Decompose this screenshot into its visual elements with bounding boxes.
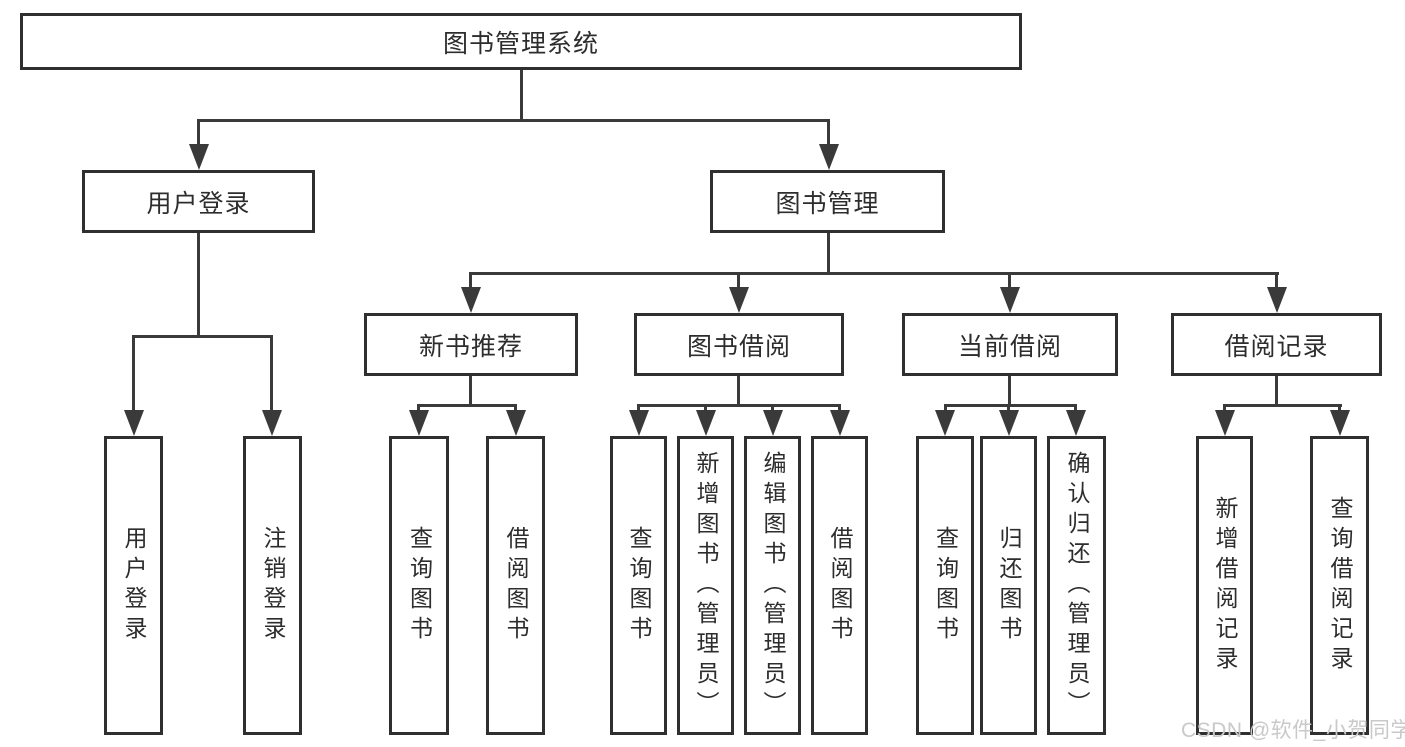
connector-line <box>417 404 517 407</box>
connector-line <box>838 404 841 414</box>
connector-line <box>637 404 640 414</box>
node-label: 图书借阅 <box>686 332 791 361</box>
node-borrow-records: 借阅记录 <box>1171 313 1382 376</box>
connector-line <box>197 119 200 147</box>
connector-line <box>1008 272 1011 290</box>
node-label: 查询图书 <box>626 525 652 646</box>
node-current-borrow: 当前借阅 <box>902 313 1118 376</box>
connector-line <box>827 233 830 272</box>
connector-line <box>737 272 740 290</box>
node-leaf-confirm-return-admin: 确认归还（管理员） <box>1047 436 1106 735</box>
node-label: 借阅记录 <box>1224 332 1329 361</box>
arrowhead-icon <box>935 410 955 436</box>
arrowhead-icon <box>1267 287 1287 313</box>
node-label: 当前借阅 <box>957 332 1062 361</box>
node-leaf-user-login: 用户登录 <box>104 436 163 735</box>
node-leaf-rec-query-books: 查询图书 <box>389 436 449 735</box>
node-label: 新增图书（管理员） <box>693 450 719 721</box>
arrowhead-icon <box>629 410 649 436</box>
arrowhead-icon <box>189 144 209 170</box>
connector-line <box>197 233 200 335</box>
node-label: 注销登录 <box>260 525 286 646</box>
node-leaf-edit-books-admin: 编辑图书（管理员） <box>744 436 801 735</box>
node-leaf-return-books: 归还图书 <box>980 436 1037 735</box>
node-user-login: 用户登录 <box>82 170 315 233</box>
arrowhead-icon <box>461 287 481 313</box>
connector-line <box>469 376 472 404</box>
arrowhead-icon <box>124 410 144 436</box>
connector-line <box>944 404 1077 407</box>
connector-line <box>1223 404 1226 414</box>
node-book-management: 图书管理 <box>710 170 945 233</box>
node-leaf-add-borrow-record: 新增借阅记录 <box>1196 436 1253 735</box>
connector-line <box>132 335 273 338</box>
connector-line <box>771 404 774 414</box>
node-leaf-logout: 注销登录 <box>243 436 302 735</box>
node-label: 查询借阅记录 <box>1327 495 1353 676</box>
connector-line <box>827 119 830 147</box>
connector-line <box>270 335 273 413</box>
arrowhead-icon <box>262 410 282 436</box>
connector-line <box>417 404 420 414</box>
arrowhead-icon <box>506 410 526 436</box>
connector-line <box>520 70 523 119</box>
connector-line <box>737 376 740 404</box>
arrowhead-icon <box>819 144 839 170</box>
node-library-system: 图书管理系统 <box>20 13 1022 70</box>
node-label: 查询图书 <box>932 525 959 646</box>
connector-line <box>637 404 841 407</box>
arrowhead-icon <box>409 410 429 436</box>
node-label: 归还图书 <box>996 525 1022 646</box>
node-label: 用户登录 <box>146 189 251 218</box>
arrowhead-icon <box>763 410 783 436</box>
node-label: 查询图书 <box>406 525 433 646</box>
node-leaf-current-query-books: 查询图书 <box>916 436 974 735</box>
connector-line <box>1007 404 1010 414</box>
connector-line <box>197 119 830 122</box>
connector-line <box>1074 404 1077 414</box>
node-leaf-borrow-books: 借阅图书 <box>811 436 868 735</box>
arrowhead-icon <box>1000 287 1020 313</box>
arrowhead-icon <box>729 287 749 313</box>
arrowhead-icon <box>1066 410 1086 436</box>
connector-line <box>469 272 472 290</box>
connector-line <box>944 404 947 414</box>
connector-line <box>469 272 1279 275</box>
connector-line <box>514 404 517 414</box>
arrowhead-icon <box>830 410 850 436</box>
connector-line <box>1338 404 1341 414</box>
node-label: 图书管理 <box>775 189 880 218</box>
csdn-watermark: CSDN @软件_小贺同学 <box>1181 719 1405 742</box>
node-label: 图书管理系统 <box>442 29 599 58</box>
node-label: 用户登录 <box>121 525 147 646</box>
node-label: 确认归还（管理员） <box>1064 450 1090 721</box>
arrowhead-icon <box>1330 410 1350 436</box>
node-book-borrow: 图书借阅 <box>634 313 844 376</box>
node-label: 借阅图书 <box>503 525 529 646</box>
connector-line <box>704 404 707 414</box>
node-label: 编辑图书（管理员） <box>760 450 786 721</box>
connector-line <box>132 335 135 413</box>
node-leaf-add-books-admin: 新增图书（管理员） <box>677 436 734 735</box>
connector-line <box>1275 376 1278 404</box>
connector-line <box>1223 404 1342 407</box>
node-leaf-borrow-query-books: 查询图书 <box>610 436 667 735</box>
node-label: 新增借阅记录 <box>1212 495 1238 676</box>
node-label: 借阅图书 <box>827 525 853 646</box>
node-label: 新书推荐 <box>418 332 523 361</box>
arrowhead-icon <box>696 410 716 436</box>
connector-line <box>1275 272 1278 290</box>
arrowhead-icon <box>1215 410 1235 436</box>
connector-line <box>1008 376 1011 404</box>
node-new-book-recommend: 新书推荐 <box>364 313 578 376</box>
node-leaf-rec-borrow-books: 借阅图书 <box>486 436 545 735</box>
arrowhead-icon <box>999 410 1019 436</box>
node-leaf-query-borrow-record: 查询借阅记录 <box>1310 436 1369 735</box>
